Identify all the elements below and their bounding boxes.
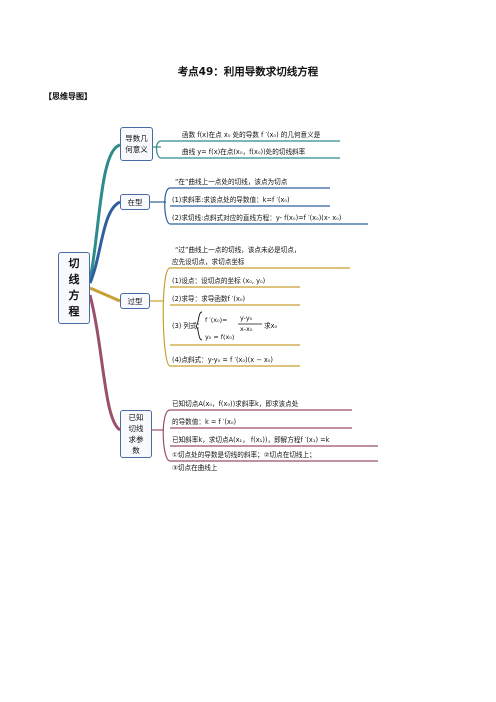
root-char: 切 <box>68 257 80 270</box>
bracket-geo <box>155 140 162 159</box>
through-eq-curve: y₀ = f(x₀) <box>205 333 235 341</box>
through-line-4: (2)求导：求导函数f ′(x₀) <box>172 295 246 303</box>
geo-line-2: 曲线 y= f(x)在点(x₀，f(x₀))处的切线斜率 <box>182 148 306 156</box>
at-line-2: (1)求斜率:求该点处的导数值：k=f ′(x₀) <box>172 196 290 204</box>
through-line-1: “过”曲线上一点的切线，该点未必是切点， <box>175 246 301 254</box>
node-param-label: 数 <box>132 446 140 455</box>
node-param-label: 切线 <box>128 424 144 433</box>
connector-at <box>88 200 121 284</box>
param-line-3: 已知斜率k，求切点A(x₁， f(x₁))，即解方程f ′(x₁) =k <box>172 436 330 444</box>
connector-geo <box>88 143 121 281</box>
param-line-1: 已知切点A(x₀，f(x₀))求斜率k，即求该点处 <box>172 400 299 408</box>
through-eq-den: x-x₀ <box>240 325 253 333</box>
at-line-1: “在”曲线上一点处的切线，该点为切点 <box>175 178 288 186</box>
through-line-5: (3) 列式： <box>172 322 204 330</box>
node-param-label: 求参 <box>128 435 144 444</box>
node-geo-label: 导数几 <box>125 134 148 143</box>
through-eq-left: f ′(x₀)= <box>205 316 228 324</box>
through-eq-num: y-y₀ <box>240 314 253 322</box>
node-geo-label: 何意义 <box>125 145 148 154</box>
param-line-2: 的导数值：k = f ′(x₀) <box>172 418 237 426</box>
root-char: 方 <box>68 289 80 302</box>
through-line-3: (1)设点：设切点的坐标 (x₀, y₀) <box>172 277 266 285</box>
bracket-at <box>164 187 171 225</box>
root-char: 程 <box>68 305 80 318</box>
through-line-2: 应先设切点，求切点坐标 <box>172 258 245 266</box>
node-geo: 导数几 何意义 <box>120 127 153 161</box>
node-through: 过型 <box>120 293 150 309</box>
page-title: 考点49：利用导数求切线方程 <box>177 66 319 78</box>
root-node: 切 线 方 程 <box>58 252 90 324</box>
node-at: 在型 <box>120 194 150 210</box>
bracket-param <box>162 409 171 462</box>
param-line-5: ③切点在曲线上 <box>172 464 218 472</box>
at-line-3: (2)求切线:点斜式对应的直线方程：y- f(x₀)=f ′(x₀)(x- x₀… <box>172 214 342 222</box>
system-brace <box>195 311 203 341</box>
root-char: 线 <box>68 273 80 286</box>
section-heading: 【思维导图】 <box>44 92 92 101</box>
node-param: 已知 切线 求参 数 <box>120 410 152 458</box>
geo-line-1: 函数 f(x)在点 x₀ 处的导数 f ′(x₀) 的几何意义是 <box>182 131 321 139</box>
through-line-6: (4)点斜式：y-y₀ = f ′(x₀)(x − x₀) <box>172 356 273 364</box>
node-param-label: 已知 <box>128 413 144 422</box>
bracket-through <box>162 267 171 367</box>
through-eq-solve: 求x₀ <box>264 322 278 330</box>
param-line-4: ①切点处的导数是切线的斜率；②切点在切线上； <box>172 451 316 459</box>
connector-param <box>88 294 122 432</box>
connector-through <box>89 286 121 303</box>
